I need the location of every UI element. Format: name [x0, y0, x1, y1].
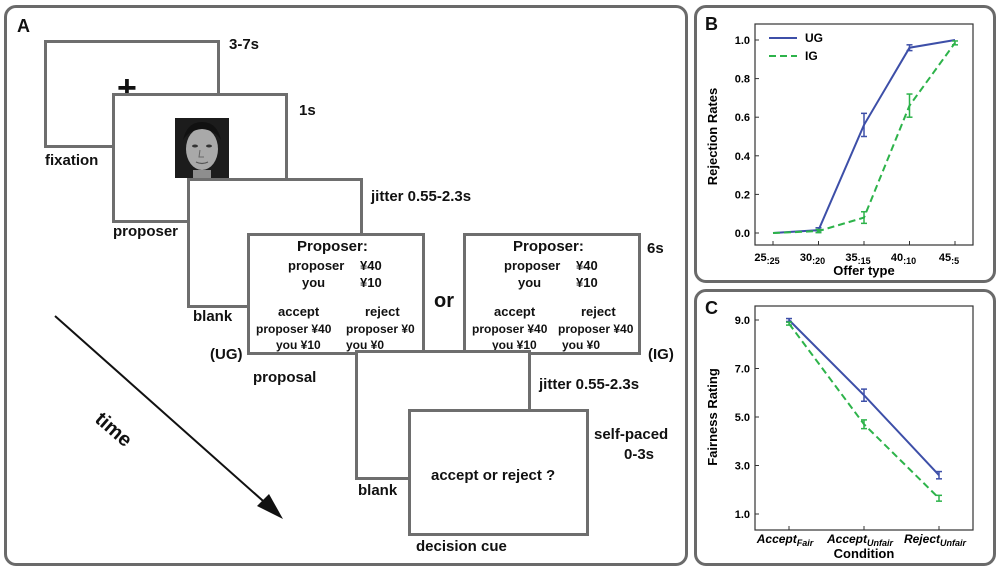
ug-accept-row2: you ¥10: [276, 338, 321, 352]
proposal-label: proposal: [253, 369, 317, 386]
decision-cue-text: accept or reject ?: [431, 467, 556, 484]
ig-tag: (IG): [648, 346, 674, 363]
panel-a-letter: A: [17, 16, 30, 36]
ig-row2-who: you: [518, 275, 542, 290]
ig-proposal-screen: Proposer: proposer ¥40 you ¥10 accept re…: [463, 233, 641, 355]
x-tick-label: AcceptFair: [756, 532, 814, 548]
ug-accept-head: accept: [278, 304, 320, 319]
fixation-label: fixation: [45, 152, 99, 169]
blank2-duration: jitter 0.55-2.3s: [539, 376, 640, 393]
plot-frame: [754, 305, 974, 531]
ug-reject-head: reject: [365, 304, 400, 319]
y-axis-label: Rejection Rates: [705, 88, 720, 186]
ug-row2-who: you: [302, 275, 326, 290]
decision-duration-2: 0-3s: [624, 446, 655, 463]
or-label: or: [434, 290, 454, 312]
x-axis-label: Condition: [834, 546, 895, 561]
y-tick-label: 0.2: [735, 189, 750, 201]
x-tick-label: 35:15: [845, 252, 870, 266]
x-axis-label: Offer type: [833, 263, 894, 278]
time-arrow: [54, 315, 283, 519]
y-tick-label: 1.0: [735, 35, 750, 47]
proposal-duration: 6s: [647, 240, 664, 257]
ig-reject-row1: proposer ¥40: [558, 322, 634, 336]
ig-reject-row2: you ¥0: [562, 338, 601, 352]
x-tick-label: 25:25: [754, 252, 779, 266]
panel-c-letter: C: [705, 298, 718, 318]
ug-reject-row2: you ¥0: [346, 338, 385, 352]
x-tick-label: 30:20: [800, 252, 825, 266]
proposer-duration: 1s: [299, 102, 316, 119]
y-tick-label: 0.8: [735, 74, 750, 86]
ig-row1-who: proposer: [504, 258, 561, 273]
ig-row2-amt: ¥10: [576, 275, 598, 290]
panel-b-letter: B: [705, 14, 718, 34]
decision-duration-1: self-paced: [594, 426, 669, 443]
ig-row1-amt: ¥40: [576, 258, 598, 273]
legend-label-ig: IG: [805, 49, 818, 63]
y-tick-label: 0.4: [735, 151, 751, 163]
ig-reject-head: reject: [581, 304, 616, 319]
ug-row1-amt: ¥40: [360, 258, 382, 273]
proposer-label: proposer: [113, 223, 179, 240]
ug-row2-amt: ¥10: [360, 275, 382, 290]
series-line-ig: [772, 42, 956, 234]
fixation-duration: 3-7s: [229, 36, 260, 53]
ug-tag: (UG): [210, 346, 243, 363]
ug-proposer-title: Proposer:: [297, 238, 368, 255]
x-tick-label: RejectUnfair: [904, 532, 967, 548]
y-tick-label: 9.0: [735, 315, 750, 327]
proposer-face-photo: [175, 118, 229, 178]
x-tick-label: 40:10: [891, 252, 916, 266]
ig-accept-head: accept: [494, 304, 536, 319]
y-tick-label: 1.0: [735, 509, 750, 521]
ig-accept-row2: you ¥10: [492, 338, 537, 352]
ug-row1-who: proposer: [288, 258, 345, 273]
ug-accept-row1: proposer ¥40: [256, 322, 332, 336]
panel-a: A + 3-7s fixation 1s proposer jitter 0.5…: [4, 5, 688, 566]
y-axis-label: Fairness Rating: [705, 368, 720, 466]
y-tick-label: 3.0: [735, 461, 750, 473]
x-tick-label: 45:5: [939, 252, 959, 266]
y-tick-label: 5.0: [735, 412, 750, 424]
ug-reject-row1: proposer ¥0: [346, 322, 415, 336]
blank1-label: blank: [193, 308, 233, 325]
y-tick-label: 0.6: [735, 112, 750, 124]
decision-label: decision cue: [416, 538, 507, 555]
y-tick-label: 7.0: [735, 364, 750, 376]
blank2-label: blank: [358, 482, 398, 499]
y-tick-label: 0.0: [735, 228, 750, 240]
ug-proposal-screen: Proposer: proposer ¥40 you ¥10 accept re…: [247, 233, 425, 355]
decision-cue-screen: accept or reject ?: [408, 409, 589, 536]
legend-label-ug: UG: [805, 31, 823, 45]
x-tick-label: AcceptUnfair: [826, 532, 894, 548]
ig-accept-row1: proposer ¥40: [472, 322, 548, 336]
blank1-duration: jitter 0.55-2.3s: [371, 188, 472, 205]
ig-proposer-title: Proposer:: [513, 238, 584, 255]
series-line-ig: [788, 323, 940, 499]
